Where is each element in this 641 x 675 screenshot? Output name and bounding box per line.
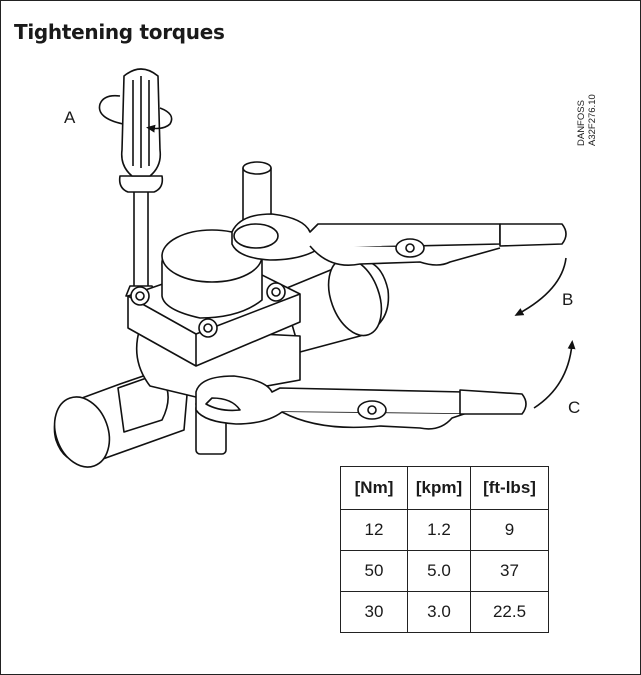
rotation-arrow-b (514, 257, 567, 316)
cell-kpm: 5.0 (407, 550, 471, 592)
page-title: Tightening torques (14, 20, 225, 44)
rotation-arrow-c (533, 340, 576, 409)
table-row: 12 1.2 9 (340, 509, 549, 551)
header-kpm: [kpm] (407, 466, 471, 510)
cell-nm: 30 (340, 591, 408, 633)
pipe-right (281, 257, 390, 353)
label-a: A (64, 108, 76, 127)
cell-nm: 12 (340, 509, 408, 551)
cell-kpm: 3.0 (407, 591, 471, 633)
valve-icon (127, 229, 301, 367)
cell-ftlbs: 9 (470, 509, 549, 551)
cell-nm: 50 (340, 550, 408, 592)
table-row: 30 3.0 22.5 (340, 591, 549, 633)
cell-ftlbs: 37 (470, 550, 549, 592)
rotation-arrow-icon (98, 94, 173, 133)
label-c: C (568, 398, 581, 417)
cell-kpm: 1.2 (407, 509, 471, 551)
torque-table: [Nm] [kpm] [ft-lbs] 12 1.2 9 50 5.0 37 3… (340, 466, 549, 633)
screwdriver-icon (118, 68, 164, 297)
table-row: 50 5.0 37 (340, 550, 549, 592)
header-nm: [Nm] (340, 466, 408, 510)
header-ftlbs: [ft-lbs] (470, 466, 549, 510)
table-header-row: [Nm] [kpm] [ft-lbs] (340, 466, 549, 510)
wrench-icon-lower (195, 375, 527, 430)
label-b: B (562, 290, 574, 309)
wrench-icon (231, 213, 567, 266)
cell-ftlbs: 22.5 (470, 591, 549, 633)
